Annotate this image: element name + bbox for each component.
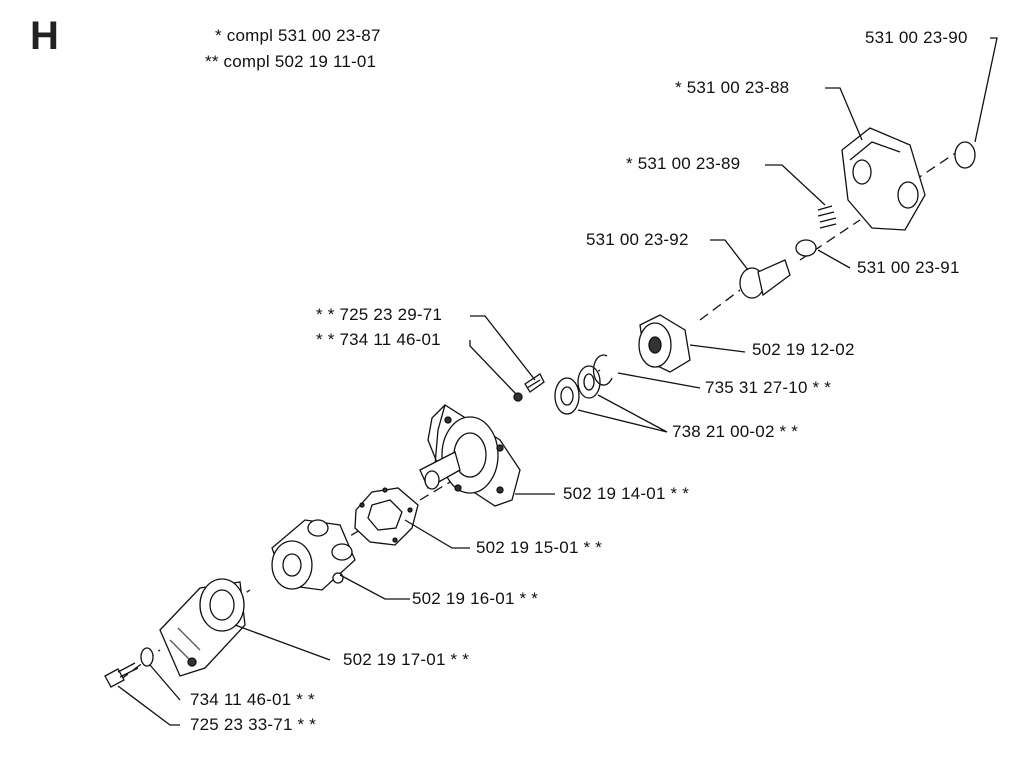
label-735-31-27-10: 735 31 27-10 * *: [705, 378, 832, 397]
washer-end-part: [954, 141, 976, 169]
washer-upper-part: [795, 239, 817, 257]
bolt-part: [104, 662, 139, 688]
section-letter: H: [30, 14, 59, 58]
label-531-00-23-92: 531 00 23-92: [586, 230, 689, 249]
label-734-11-46-01-upper: * * 734 11 46-01: [316, 330, 441, 349]
label-502-19-17-01: 502 19 17-01 * *: [343, 650, 470, 669]
bolt-upper-part: [739, 259, 791, 299]
screw-part: [524, 373, 545, 393]
label-531-00-23-91: 531 00 23-91: [857, 258, 960, 277]
coupling-part: [271, 519, 356, 591]
label-502-19-15-01: 502 19 15-01 * *: [476, 538, 603, 557]
clutch-shoe-part: [841, 127, 926, 231]
label-725-23-33-71: 725 23 33-71 * *: [190, 715, 317, 734]
label-734-11-46-01-lower: 734 11 46-01 * *: [190, 690, 315, 709]
leader-p88: [825, 87, 863, 141]
axis-line: [119, 149, 961, 681]
bearing-housing-part: [419, 404, 521, 507]
leader-p2100: [577, 394, 668, 433]
label-502-19-16-01: 502 19 16-01 * *: [412, 589, 539, 608]
label-725-23-29-71: * * 725 23 29-71: [316, 305, 443, 324]
label-502-19-12-02: 502 19 12-02: [752, 340, 855, 359]
legend-line-1: * compl 531 00 23-87: [215, 26, 381, 45]
leader-p1202: [689, 344, 746, 353]
label-531-00-23-88: * 531 00 23-88: [675, 78, 790, 97]
bearing-part: [554, 365, 601, 415]
circlip-part: [592, 354, 613, 386]
leader-p71a: [470, 315, 536, 381]
leader-p01b: [149, 664, 181, 701]
gear-housing-part: [159, 578, 246, 677]
leader-p1601: [339, 574, 410, 600]
leader-p71b: [117, 685, 180, 726]
leader-p91: [817, 249, 851, 269]
leader-p1501: [404, 519, 470, 549]
label-531-00-23-89: * 531 00 23-89: [626, 154, 741, 173]
leader-p01a: [469, 340, 517, 395]
leader-p90: [974, 37, 998, 143]
leader-p1701: [234, 624, 331, 661]
label-738-21-00-02: 738 21 00-02 * *: [672, 422, 799, 441]
spacer-part: [513, 392, 523, 402]
label-502-19-14-01: 502 19 14-01 * *: [563, 484, 690, 503]
clutch-drum-part: [638, 314, 691, 373]
leader-p3127: [617, 372, 701, 389]
legend-line-2: ** compl 502 19 11-01: [205, 52, 377, 71]
leader-p92: [710, 239, 749, 271]
label-531-00-23-90: 531 00 23-90: [865, 28, 968, 47]
spring-part: [817, 205, 837, 229]
washer-part: [140, 647, 154, 667]
plate-part: [354, 487, 419, 546]
leader-p89: [765, 164, 826, 206]
